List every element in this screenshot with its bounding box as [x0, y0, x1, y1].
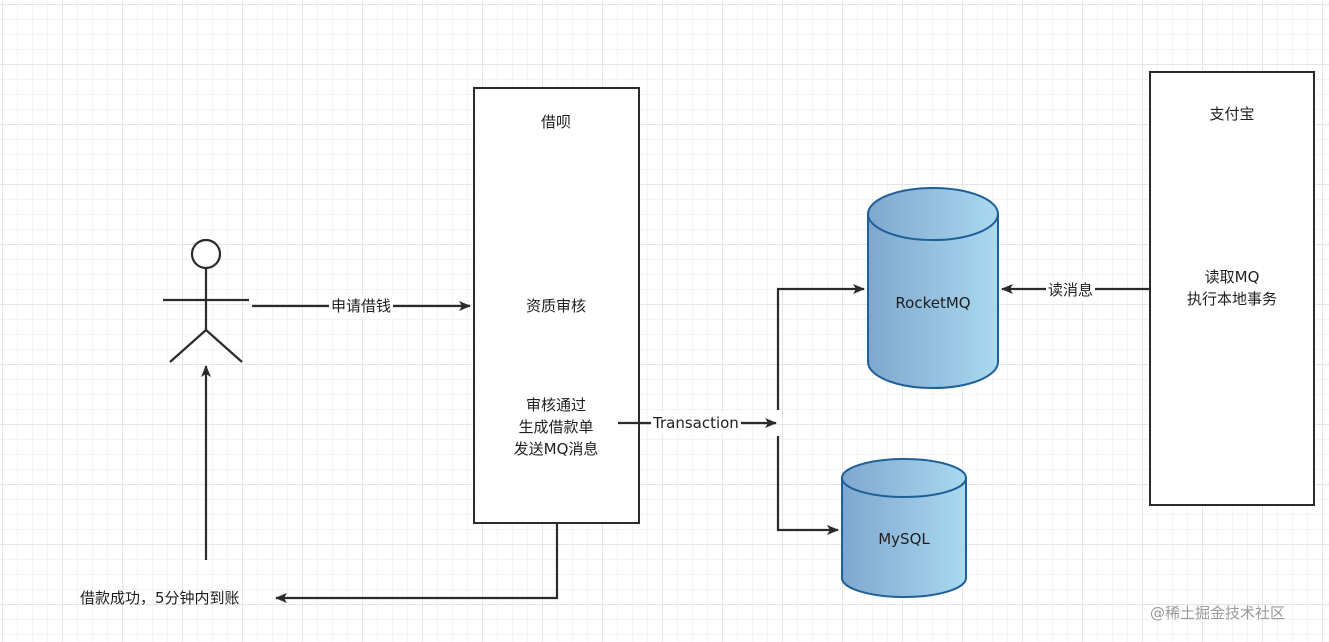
jiebei-box — [473, 87, 640, 524]
jiebei-title: 借呗 — [540, 113, 571, 131]
result-text: 借款成功，5分钟内到账 — [80, 589, 240, 607]
to-rocketmq-arrow — [776, 284, 865, 410]
to-mysql-arrow — [776, 436, 839, 535]
user-actor-icon — [163, 238, 249, 363]
rocketmq-label: RocketMQ — [895, 294, 971, 312]
jiebei-step-pass: 审核通过 生成借款单 发送MQ消息 — [513, 396, 599, 458]
alipay-body: 读取MQ 执行本地事务 — [1186, 268, 1277, 308]
alipay-box — [1149, 71, 1315, 506]
jiebei-step-review: 资质审核 — [525, 297, 586, 315]
edge-label-read: 读消息 — [1046, 279, 1096, 301]
watermark: @稀土掘金技术社区 — [1150, 604, 1286, 622]
mysql-label: MySQL — [878, 530, 930, 548]
edge-label-transaction: Transaction — [651, 412, 741, 434]
alipay-title: 支付宝 — [1209, 105, 1255, 123]
edge-label-apply: 申请借钱 — [329, 295, 394, 317]
rocketmq-cylinder — [867, 187, 999, 389]
result-arrow — [275, 523, 559, 603]
mysql-cylinder — [841, 458, 967, 598]
